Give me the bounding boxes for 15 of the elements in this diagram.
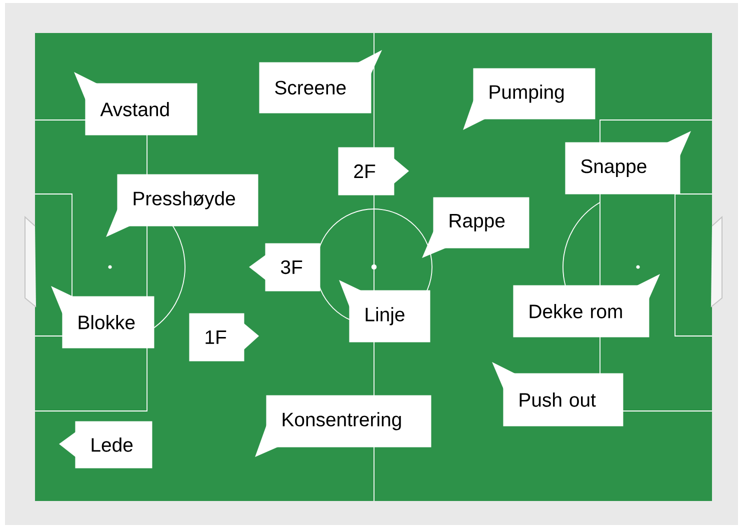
speech-bubble: Dekke rom — [513, 274, 660, 338]
speech-bubble: 1F — [189, 313, 259, 362]
speech-bubble: Snappe — [565, 131, 691, 194]
speech-bubble: Rappe — [422, 197, 530, 258]
speech-bubble: Konsentrering — [255, 395, 432, 457]
speech-bubble: Blokke — [51, 286, 154, 348]
speech-bubble: 3F — [249, 243, 320, 292]
speech-bubble: 2F — [338, 147, 409, 196]
speech-bubble: Lede — [59, 421, 152, 468]
speech-bubble: Pumping — [463, 68, 596, 130]
speech-bubble: Presshøyde — [106, 174, 258, 237]
speech-bubble: Linje — [339, 280, 430, 342]
speech-bubble: Push out — [492, 362, 624, 426]
speech-bubble: Screene — [259, 50, 382, 114]
speech-bubble: Avstand — [74, 72, 198, 136]
